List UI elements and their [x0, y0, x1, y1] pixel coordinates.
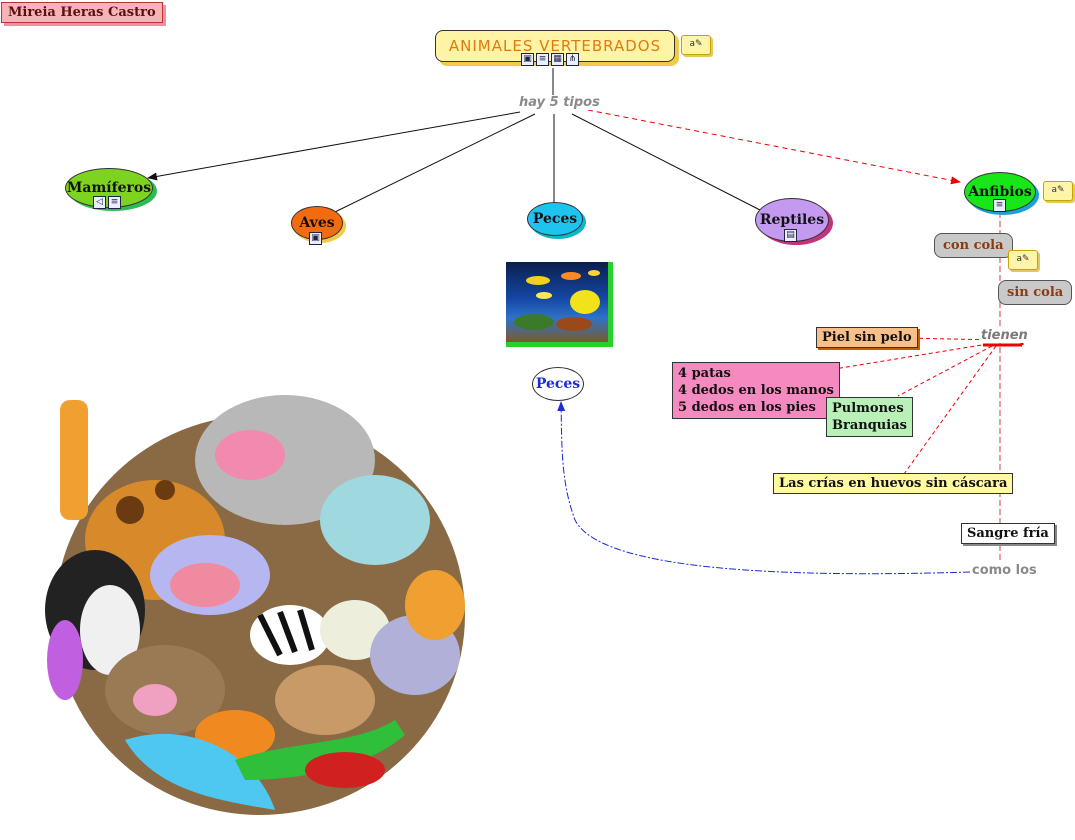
note-icon[interactable]: a✎	[1008, 250, 1038, 270]
node-peces-ref[interactable]: Peces	[532, 367, 584, 401]
note-icon[interactable]: a✎	[1043, 181, 1073, 201]
hierarchy-icon[interactable]: ⋔	[566, 53, 579, 66]
aves-icons: ▣	[309, 232, 324, 245]
node-sin-cola[interactable]: sin cola	[998, 280, 1073, 305]
reptiles-icons: ▤	[784, 229, 799, 242]
node-piel[interactable]: Piel sin pelo	[816, 327, 918, 348]
node-patas[interactable]: 4 patas 4 dedos en los manos 5 dedos en …	[672, 362, 840, 419]
link-label-types: hay 5 tipos	[517, 95, 602, 110]
pulmones-line: Branquias	[832, 418, 907, 433]
node-peces[interactable]: Peces	[527, 202, 583, 236]
node-sangre[interactable]: Sangre fría	[961, 523, 1055, 544]
document-icon[interactable]: ≡	[536, 53, 549, 66]
node-pulmones[interactable]: Pulmones Branquias	[826, 397, 913, 437]
link-label-tienen: tienen	[979, 328, 1030, 343]
patas-line: 4 patas	[678, 366, 731, 381]
patas-line: 5 dedos en los pies	[678, 400, 816, 415]
pulmones-line: Pulmones	[832, 401, 904, 416]
fish-photo[interactable]	[506, 262, 613, 347]
anfibios-icons: ≡	[993, 199, 1008, 212]
mamiferos-icons: ◁ ≡	[93, 196, 123, 209]
root-icons: ▣ ≡ ▦ ⋔	[521, 53, 581, 66]
document-icon[interactable]: ≡	[108, 196, 121, 209]
video-icon[interactable]: ▤	[784, 229, 797, 242]
node-con-cola[interactable]: con cola	[934, 233, 1013, 258]
image-icon[interactable]: ▣	[309, 232, 322, 245]
audio-icon[interactable]: ◁	[93, 196, 106, 209]
document-icon[interactable]: ≡	[993, 199, 1006, 212]
author-label: Mireia Heras Castro	[1, 2, 163, 23]
image-icon[interactable]: ▣	[521, 53, 534, 66]
animals-illustration	[45, 395, 465, 815]
note-icon[interactable]: a✎	[681, 35, 711, 55]
link-label-como-los: como los	[970, 563, 1039, 578]
node-crias[interactable]: Las crías en huevos sin cáscara	[773, 473, 1014, 494]
map-icon[interactable]: ▦	[551, 53, 564, 66]
patas-line: 4 dedos en los manos	[678, 383, 834, 398]
